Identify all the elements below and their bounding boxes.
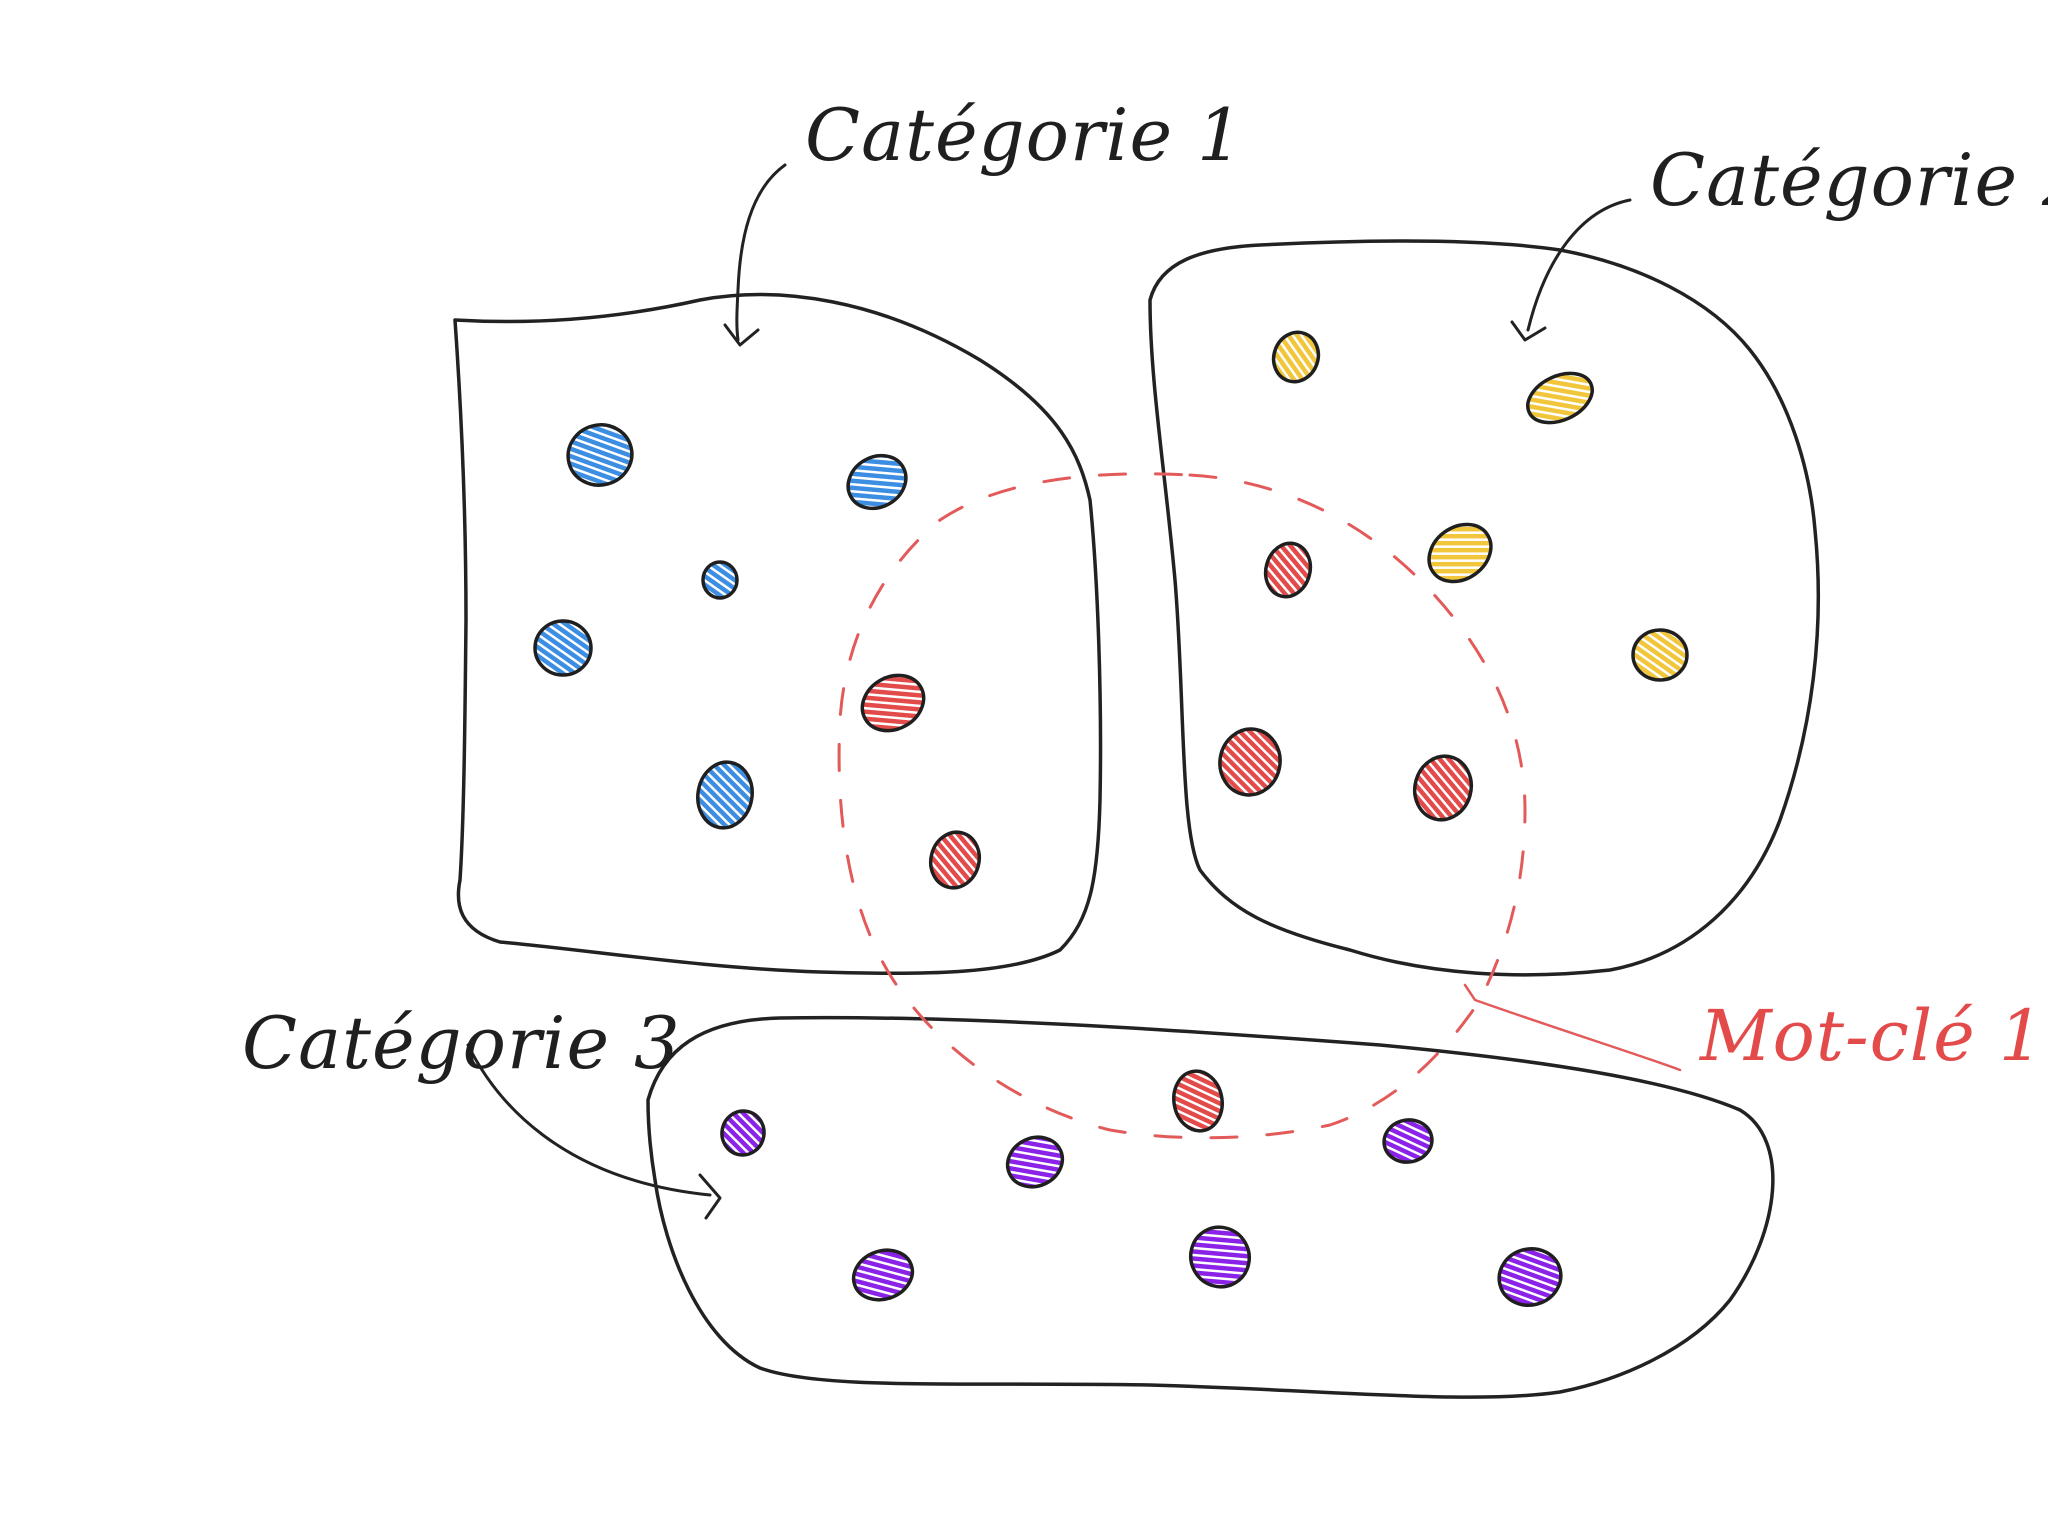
arrow-icon [735,163,787,342]
keyword-leader-line [1463,983,1682,1072]
category-2-region [1148,239,1821,977]
arrow-icon [1526,198,1632,332]
keyword-1-item [1172,1069,1224,1133]
category-2-item [1526,371,1594,425]
category-2-label: Catégorie 2 [1650,138,2048,222]
keyword-1-outline [837,472,1527,1140]
keyword-1-item [1412,754,1474,822]
category-1-item [696,760,754,830]
category-2-items [1271,330,1689,682]
keyword-1-item [860,673,926,733]
arrow-category-1 [723,163,787,347]
keyword-1-items [860,541,1474,1133]
category-2-item [1427,522,1493,584]
category-3-item [1005,1135,1065,1189]
category-1-item [533,619,593,677]
arrow-category-3 [466,1043,722,1220]
category-1-region [453,292,1103,976]
category-3-region [646,1015,1775,1399]
category-3-outline [646,1015,1775,1399]
category-1-item [846,453,908,511]
category-3-label: Catégorie 3 [242,1001,681,1085]
category-1-outline [453,292,1103,976]
category-1-items [533,423,908,830]
category-1-item [701,560,739,600]
category-3-item [851,1248,915,1302]
keyword-1-item [928,830,982,890]
category-2-item [1631,628,1689,682]
arrowhead-icon [1510,320,1547,342]
category-2-outline [1148,239,1821,977]
category-3-items [720,1109,1563,1307]
keyword-1-item [1218,727,1282,797]
category-2-item [1271,330,1321,384]
leader-keyword-1 [1463,983,1682,1072]
keyword-1-item [1263,541,1313,599]
arrow-category-2 [1510,198,1632,342]
category-1-label: Catégorie 1 [805,93,1244,177]
keyword-1-region [837,472,1527,1140]
category-3-item [720,1109,766,1157]
category-3-item [1188,1225,1252,1289]
arrowhead-icon [723,323,760,347]
arrowhead-icon [698,1173,722,1220]
arrow-icon [466,1043,712,1197]
category-3-item [1497,1247,1563,1307]
category-1-item [566,423,634,487]
category-3-item [1382,1118,1434,1164]
keyword-1-label: Mot-clé 1 [1698,995,2044,1077]
